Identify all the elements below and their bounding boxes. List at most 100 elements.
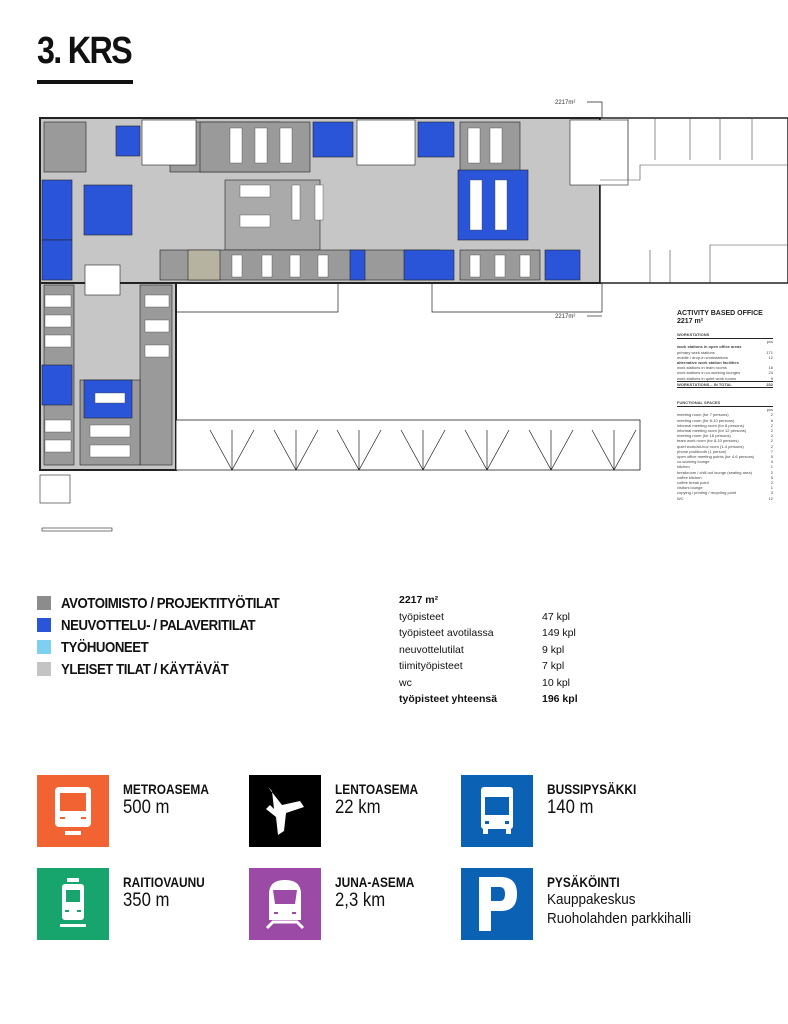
row-label: informal meeting room (for 12 persons) xyxy=(677,428,747,434)
bus-icon xyxy=(461,775,533,847)
transport-distance: 2,3 km xyxy=(335,890,386,911)
area-label-top: 2217m² xyxy=(555,100,575,106)
table-row: work stations in co-working lounges 24 xyxy=(677,370,773,375)
color-legend: AVOTOIMISTO / PROJEKTITYÖTILAT NEUVOTTEL… xyxy=(37,592,309,680)
table-row: meeting room (for 7 persons) 2 xyxy=(677,412,773,417)
row-value: 12 xyxy=(768,354,773,360)
stat-label: työpisteet avotilassa xyxy=(399,627,494,640)
row-value: 2 xyxy=(770,469,773,475)
total-value: 232 xyxy=(766,381,773,387)
parking-location-1: Kauppakeskus xyxy=(547,891,636,908)
stat-value: 7 kpl xyxy=(542,660,565,673)
row-label: meeting room (for 7 persons) xyxy=(677,412,729,418)
stat-value: 9 kpl xyxy=(542,643,565,656)
row-value: 4 xyxy=(770,459,773,465)
row-label: visitors lounge xyxy=(677,485,703,491)
stat-label: työpisteet xyxy=(399,610,444,623)
row-value: 6 xyxy=(770,417,773,423)
stat-value: 196 kpl xyxy=(542,693,578,706)
row-value: 9 xyxy=(770,375,773,381)
swatch xyxy=(37,662,51,676)
table-row: quiet work/ad-hoc room (1-4 persons) 2 xyxy=(677,444,773,449)
table-row: meeting room (for 16 persons) 2 xyxy=(677,433,773,438)
row-value: 1 xyxy=(770,485,773,491)
legend-label: AVOTOIMISTO / PROJEKTITYÖTILAT xyxy=(61,594,280,612)
airplane-icon xyxy=(249,775,321,847)
row-label: kitchen xyxy=(677,464,690,470)
stat-value: 149 kpl xyxy=(542,627,576,640)
abo-title: ACTIVITY BASED OFFICE xyxy=(677,310,763,317)
row-label: work stations in team rooms xyxy=(677,365,727,371)
table-row: work stations in open office areas xyxy=(677,344,773,349)
table-row: informal meeting room (for 8 persons)2 xyxy=(677,423,773,428)
tram-icon xyxy=(37,868,109,940)
row-value: 24 xyxy=(768,370,773,376)
title-underline xyxy=(37,80,133,84)
parking-icon xyxy=(461,868,533,940)
legend-item-common: YLEISET TILAT / KÄYTÄVÄT xyxy=(37,658,309,680)
legend-item-open-office: AVOTOIMISTO / PROJEKTITYÖTILAT xyxy=(37,592,309,614)
legend-item-meeting: NEUVOTTELU- / PALAVERITILAT xyxy=(37,614,309,636)
abo-area: 2217 m² xyxy=(677,318,704,325)
row-value: 2 xyxy=(770,433,773,439)
row-label: work stations in open office areas xyxy=(677,344,742,350)
row-value: 2 xyxy=(770,438,773,444)
row-value: 5 xyxy=(770,454,773,460)
row-label: co-working lounge xyxy=(677,459,710,465)
transport-distance: 140 m xyxy=(547,797,594,818)
stats-area: 2217 m² xyxy=(399,594,439,607)
row-label: meeting room (for 8-10 persons) xyxy=(677,417,735,423)
row-value: 2 xyxy=(770,412,773,418)
row-label: meeting room (for 16 persons) xyxy=(677,433,731,439)
row-label: team work room (for 8-10 persons) xyxy=(677,438,739,444)
table-row: meeting room (for 8-10 persons) 6 xyxy=(677,418,773,423)
stat-label: tiimityöpisteet xyxy=(399,660,463,673)
row-label: copying / printing / recycling point xyxy=(677,490,737,496)
stats-row: neuvottelutilat 9 kpl xyxy=(399,642,599,659)
table-row: co-working lounge 4 xyxy=(677,459,773,464)
transport-distance: 500 m xyxy=(123,797,170,818)
swatch xyxy=(37,596,51,610)
stat-value: 10 kpl xyxy=(542,676,571,689)
table-row: alternative work station facilities xyxy=(677,360,773,365)
transport-distance: 350 m xyxy=(123,890,170,911)
row-value: 3 xyxy=(770,490,773,496)
row-value: 1 xyxy=(770,464,773,470)
area-label-bottom: 2217m² xyxy=(555,314,575,320)
row-label: WC xyxy=(677,495,684,501)
row-value: 2 xyxy=(770,443,773,449)
floor-plan: 2217m² 2217m² xyxy=(39,100,788,532)
stat-label: neuvottelutilat xyxy=(399,643,464,656)
row-label: alternative work station facilities xyxy=(677,360,739,366)
transport-name: RAITIOVAUNU xyxy=(123,874,205,890)
row-label: work stations in co-working lounges xyxy=(677,370,741,376)
unit-label: pcs xyxy=(766,339,773,345)
row-value: 2 xyxy=(770,422,773,428)
row-label: work stations in quiet work rooms xyxy=(677,375,737,381)
row-value: 2 xyxy=(770,428,773,434)
table-row: work stations in quiet work rooms 9 xyxy=(677,376,773,381)
row-label: quiet work/ad-hoc room (1-4 persons) xyxy=(677,443,744,449)
workstations-header: WORKSTATIONS xyxy=(677,332,773,340)
swatch xyxy=(37,618,51,632)
legend-label: YLEISET TILAT / KÄYTÄVÄT xyxy=(61,660,229,678)
row-value: 5 xyxy=(770,474,773,480)
table-row: phone pod/booth (1 person)7 xyxy=(677,449,773,454)
transport-name: JUNA-ASEMA xyxy=(335,874,415,890)
train-icon xyxy=(249,868,321,940)
table-row: informal meeting room (for 12 persons) 2 xyxy=(677,428,773,433)
table-row: visitors lounge 1 xyxy=(677,485,773,490)
row-label: open office meeting points (for 4-6 pers… xyxy=(677,454,755,460)
